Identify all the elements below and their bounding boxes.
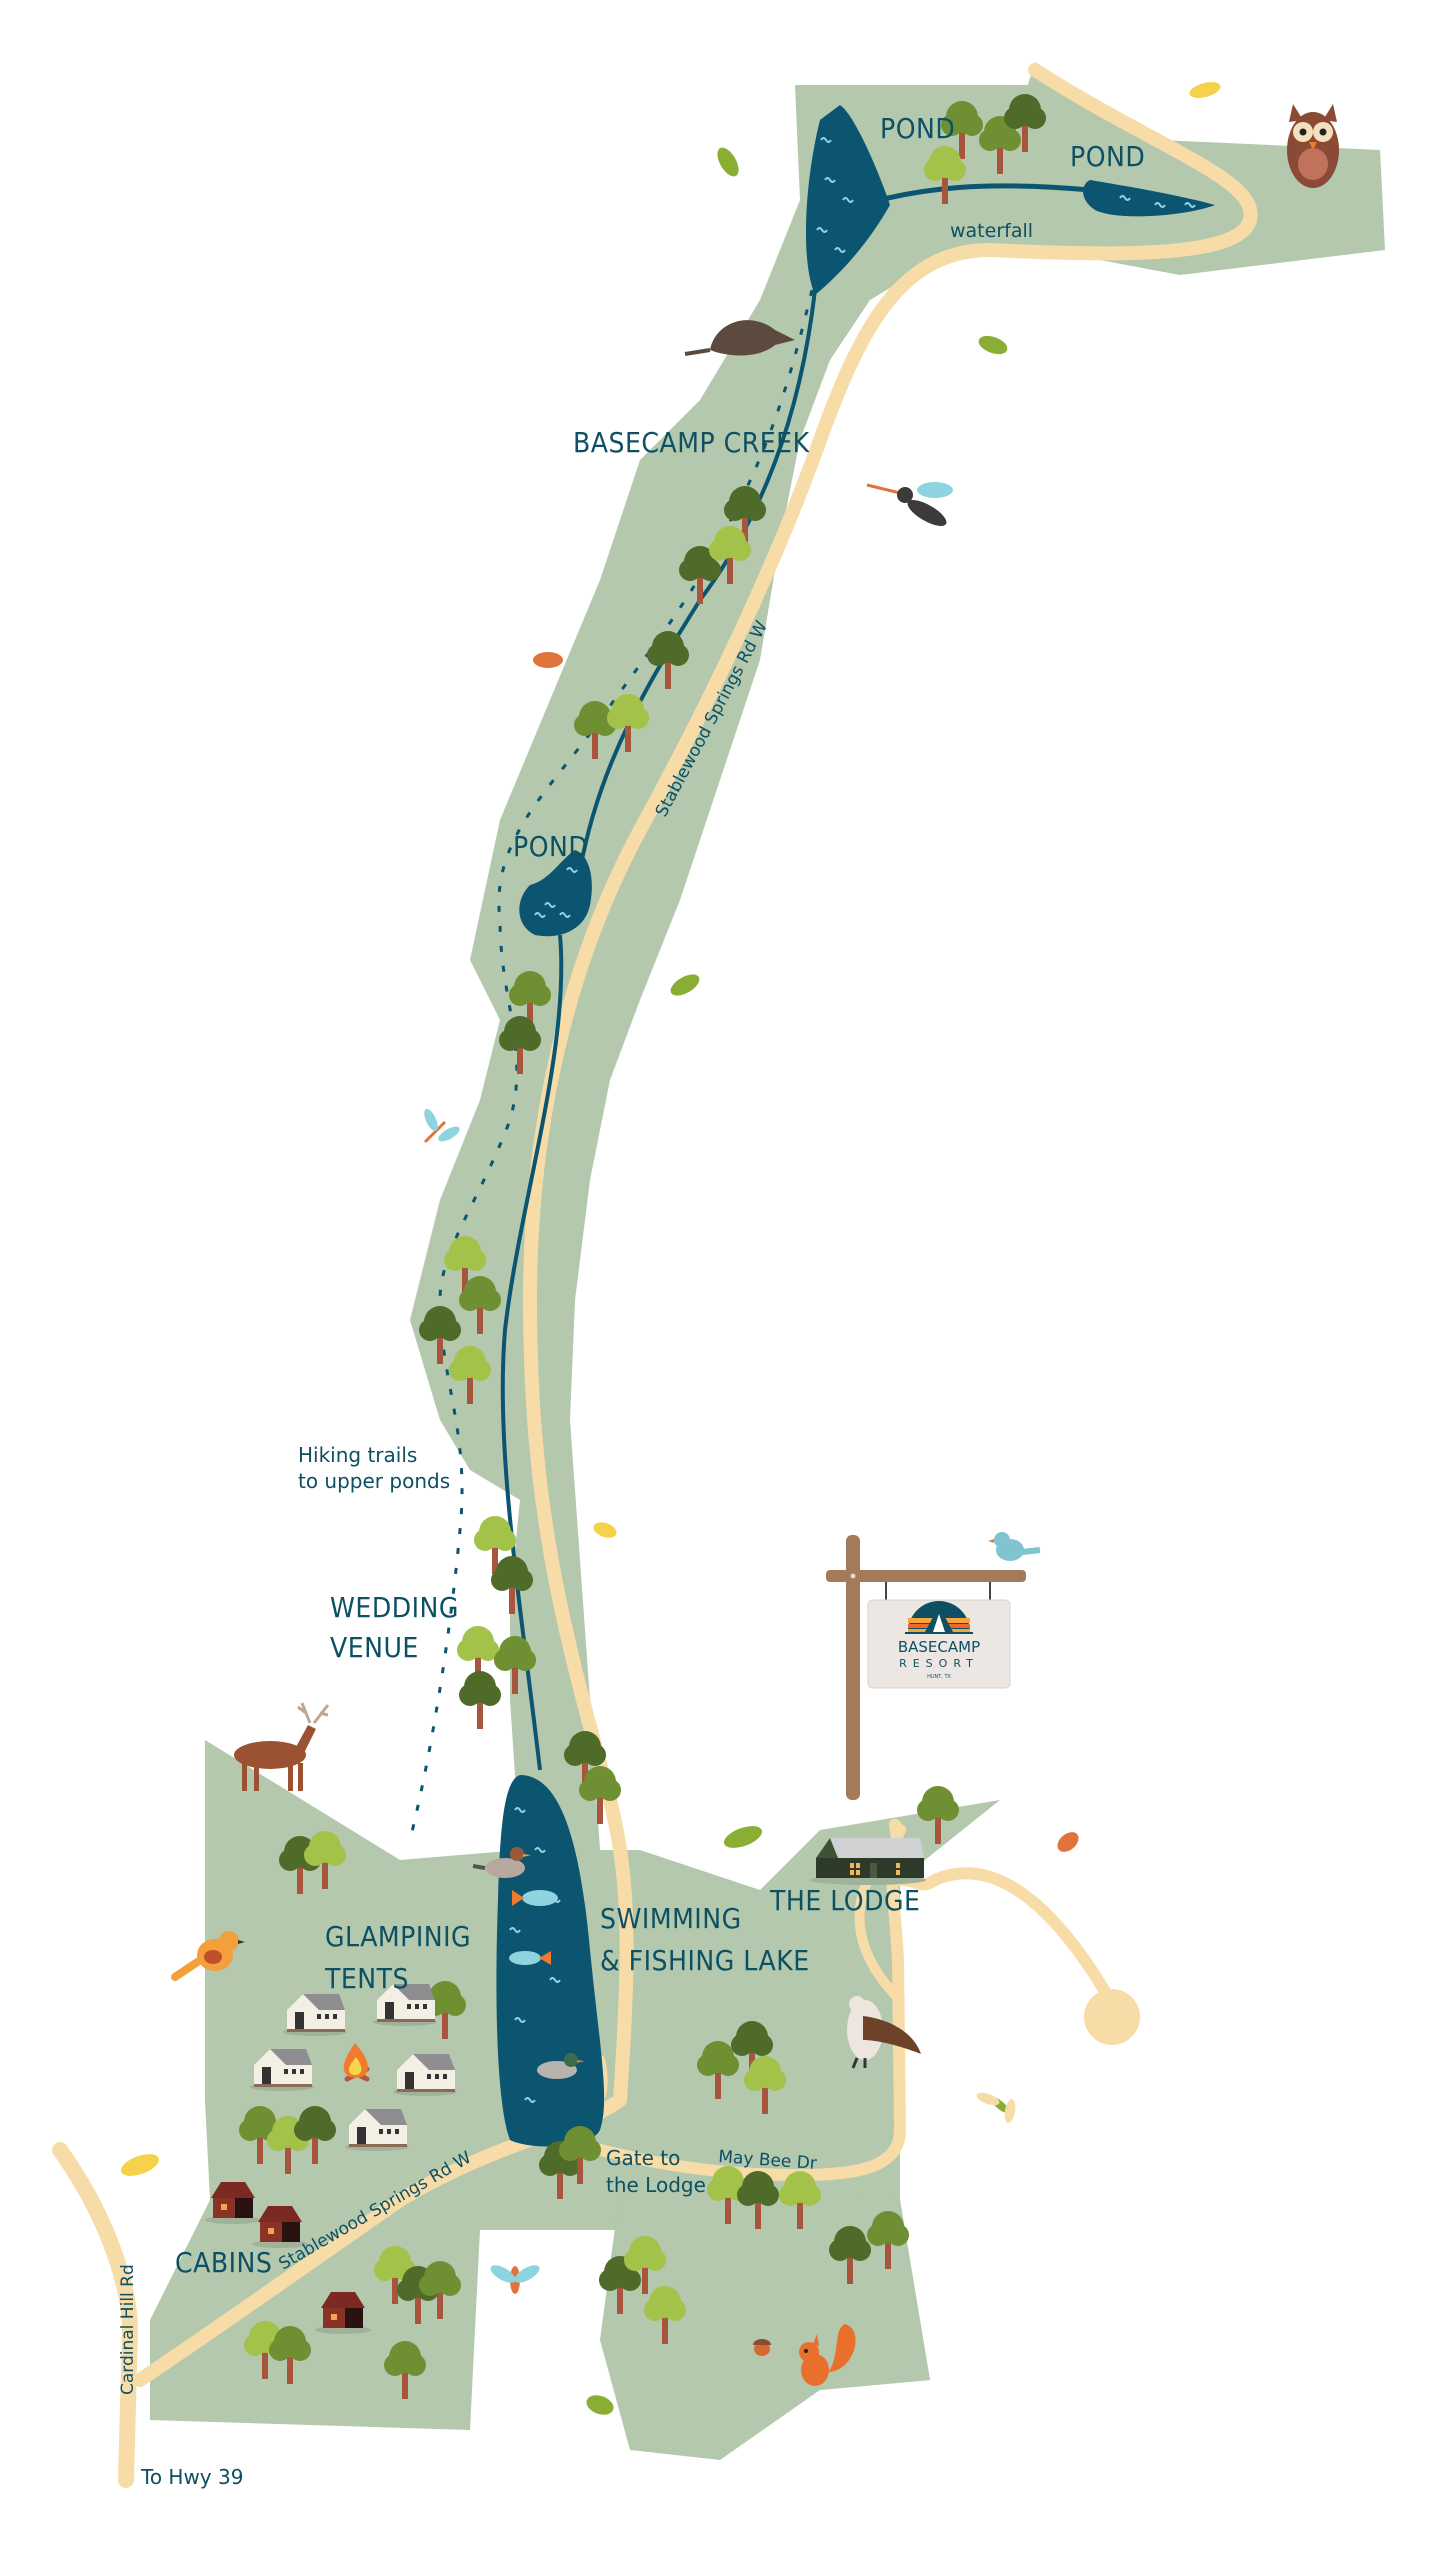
label-gate-1: Gate to — [606, 2146, 680, 2170]
deer-icon — [234, 1702, 330, 1791]
duck-icon — [537, 2053, 585, 2079]
label-glamping-1: GLAMPINIG — [325, 1920, 471, 1953]
fish-icon — [512, 1890, 558, 1906]
leaf-icon — [593, 1522, 617, 1538]
label-cardinal-hill-road: Cardinal Hill Rd — [118, 2264, 138, 2395]
leaf-icon — [670, 974, 700, 996]
label-pond-middle: POND — [513, 830, 588, 863]
label-lake-2: & FISHING LAKE — [600, 1944, 810, 1977]
blue-bird-icon — [988, 1532, 1041, 1561]
sign-location: HUNT, TX — [927, 1674, 951, 1680]
lodge-icon — [810, 1838, 926, 1885]
sign-title: BASECAMP — [898, 1638, 980, 1656]
resort-sign-icon: BASECAMP RESORT HUNT, TX — [826, 1535, 1026, 1800]
leaf-icon — [1057, 1832, 1079, 1852]
mosquito-icon — [866, 482, 953, 526]
duck-icon — [472, 1847, 531, 1878]
squirrel-icon — [799, 2324, 856, 2386]
dragonfly-icon — [423, 1108, 460, 1144]
sign-subtitle: RESORT — [899, 1657, 979, 1670]
leaves — [120, 82, 1221, 2415]
leaf-icon — [1189, 82, 1221, 98]
label-gate-2: the Lodge — [606, 2173, 706, 2197]
leaf-icon — [533, 652, 563, 668]
label-basecamp-creek: BASECAMP CREEK — [573, 426, 811, 459]
cul-de-sac — [1084, 1989, 1140, 2045]
label-lodge: THE LODGE — [769, 1884, 920, 1917]
cardinal-hill-road — [52, 2142, 138, 2488]
label-wedding-2: VENUE — [330, 1631, 419, 1664]
leaf-icon — [978, 335, 1008, 355]
osprey-icon — [847, 1996, 921, 2069]
label-pond-upper-right: POND — [1070, 140, 1145, 173]
label-waterfall: waterfall — [950, 220, 1033, 242]
map-labels: POND POND waterfall BASECAMP CREEK Stabl… — [118, 112, 1145, 2489]
label-lake-1: SWIMMING — [600, 1902, 742, 1935]
leaf-icon — [586, 2395, 614, 2415]
leaf-icon — [723, 1826, 763, 1848]
dragonfly-icon — [976, 2092, 1016, 2123]
leaf-icon — [717, 147, 739, 177]
armadillo-icon — [684, 320, 795, 356]
campfire-icon — [343, 2043, 370, 2082]
acorn-icon — [753, 2339, 771, 2356]
leaf-icon — [120, 2154, 160, 2176]
label-to-hwy-39: To Hwy 39 — [140, 2465, 243, 2489]
label-pond-upper-left: POND — [880, 112, 955, 145]
label-glamping-2: TENTS — [324, 1962, 409, 1995]
label-wedding-1: WEDDING — [330, 1591, 459, 1624]
cul-de-sac-road — [894, 1867, 1116, 2006]
upper-pond-right — [1083, 180, 1215, 217]
label-hiking-2: to upper ponds — [298, 1469, 450, 1493]
owl-icon — [1287, 104, 1339, 188]
orange-bird-icon — [171, 1931, 245, 1981]
label-cabins: CABINS — [175, 2246, 272, 2279]
may-bee-drive — [554, 1824, 906, 2181]
dragonfly-icon — [490, 2265, 540, 2294]
fish-icon — [509, 1951, 551, 1965]
label-hiking-1: Hiking trails — [298, 1443, 417, 1467]
